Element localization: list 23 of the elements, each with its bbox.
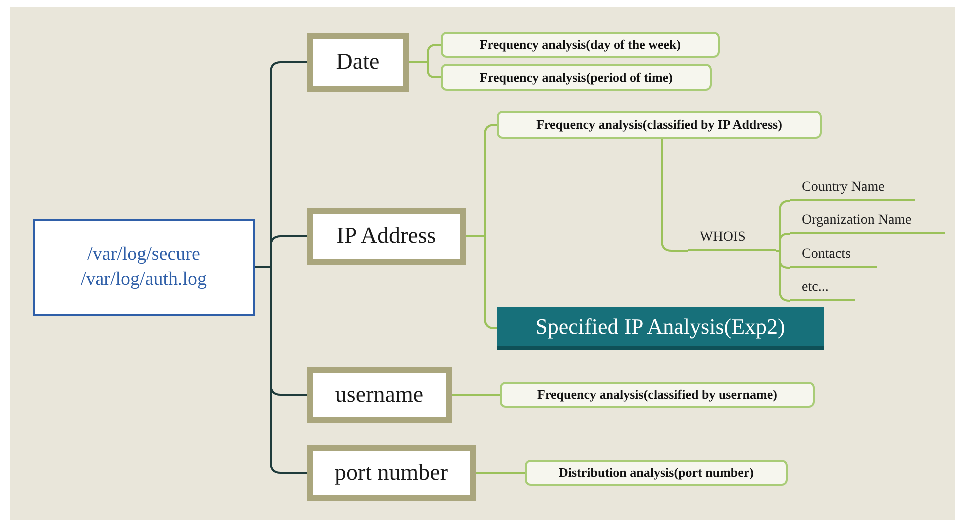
connector-line [776, 233, 790, 252]
underlined-topic: Country Name [790, 175, 915, 201]
underlined-topic: Organization Name [790, 208, 945, 234]
connector-line [409, 62, 441, 78]
analysis-box: Frequency analysis(classified by username) [500, 382, 815, 408]
analysis-box: Frequency analysis(classified by IP Address) [497, 111, 822, 139]
underlined-topic: etc... [790, 276, 855, 301]
highlight-box: Specified IP Analysis(Exp2) [497, 307, 824, 350]
source-box: /var/log/secure /var/log/auth.log [33, 219, 255, 316]
underlined-topic: Contacts [790, 243, 877, 268]
topic-box: IP Address [307, 208, 466, 265]
topic-box: Date [307, 33, 409, 92]
connector-line [255, 266, 307, 474]
connector-line [452, 394, 500, 396]
analysis-box: Distribution analysis(port number) [525, 460, 788, 486]
connector-line [476, 472, 525, 474]
topic-box: username [307, 367, 452, 423]
connector-line [776, 250, 791, 302]
analysis-box: Frequency analysis(period of time) [441, 64, 712, 91]
underlined-topic: WHOIS [688, 226, 776, 251]
analysis-box: Frequency analysis(day of the week) [441, 32, 720, 58]
connector-line [661, 139, 688, 252]
topic-box: port number [307, 445, 476, 501]
